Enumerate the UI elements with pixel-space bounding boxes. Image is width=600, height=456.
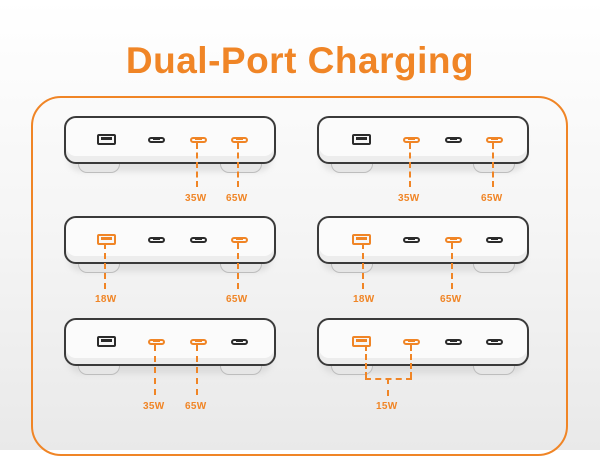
usb-c1-port (403, 339, 420, 345)
charger-config-5 (64, 318, 276, 375)
charger-config-4 (317, 216, 529, 273)
usb-c3-port (231, 237, 248, 243)
usb-c1-port (403, 137, 420, 143)
callout-line (451, 243, 453, 289)
callout-line (387, 378, 389, 396)
callout-line (492, 143, 494, 187)
charger-config-3 (64, 216, 276, 273)
charger-foot (473, 366, 515, 375)
usb-c3-port (486, 137, 503, 143)
wattage-label: 65W (481, 193, 503, 204)
usb-c3-port (231, 339, 248, 345)
charger-foot (78, 366, 120, 375)
charger-body (64, 116, 276, 164)
usb-c2-port (190, 137, 207, 143)
charger-foot (331, 264, 373, 273)
usb-c3-port (486, 237, 503, 243)
usb-c1-port (148, 339, 165, 345)
page-title: Dual-Port Charging (125, 40, 475, 81)
charger-foot (473, 164, 515, 173)
wattage-label: 35W (185, 193, 207, 204)
wattage-label: 35W (398, 193, 420, 204)
usb-c3-port (486, 339, 503, 345)
usb-c2-port (445, 339, 462, 345)
usb-c2-port (190, 339, 207, 345)
charger-foot (220, 164, 262, 173)
charger-config-1 (64, 116, 276, 173)
wattage-label: 18W (95, 294, 117, 305)
charger-body (317, 216, 529, 264)
wattage-label: 65W (440, 294, 462, 305)
charger-body (317, 116, 529, 164)
charger-foot (78, 164, 120, 173)
usb-a-port (97, 134, 116, 145)
charger-body (317, 318, 529, 366)
charger-config-2 (317, 116, 529, 173)
charger-foot (220, 366, 262, 375)
usb-a-port (352, 234, 371, 245)
usb-c1-port (148, 237, 165, 243)
callout-line (410, 345, 412, 378)
charger-config-6 (317, 318, 529, 375)
usb-c2-port (445, 237, 462, 243)
charger-body (64, 318, 276, 366)
charger-foot (473, 264, 515, 273)
usb-a-port (352, 336, 371, 347)
usb-a-port (97, 234, 116, 245)
callout-line (196, 345, 198, 395)
wattage-label: 65W (226, 294, 248, 305)
charger-foot (78, 264, 120, 273)
wattage-label: 35W (143, 401, 165, 412)
wattage-label: 65W (226, 193, 248, 204)
wattage-label: 65W (185, 401, 207, 412)
charger-foot (331, 164, 373, 173)
usb-a-port (97, 336, 116, 347)
callout-line (362, 243, 364, 289)
usb-a-port (352, 134, 371, 145)
usb-c1-port (148, 137, 165, 143)
usb-c2-port (445, 137, 462, 143)
callout-line (237, 143, 239, 187)
callout-line (104, 243, 106, 289)
usb-c3-port (231, 137, 248, 143)
callout-line (154, 345, 156, 395)
callout-line (365, 345, 367, 378)
callout-line (196, 143, 198, 187)
usb-c1-port (403, 237, 420, 243)
callout-line (409, 143, 411, 187)
charger-body (64, 216, 276, 264)
callout-line (237, 243, 239, 289)
charger-foot (220, 264, 262, 273)
wattage-label: 15W (376, 401, 398, 412)
usb-c2-port (190, 237, 207, 243)
wattage-label: 18W (353, 294, 375, 305)
